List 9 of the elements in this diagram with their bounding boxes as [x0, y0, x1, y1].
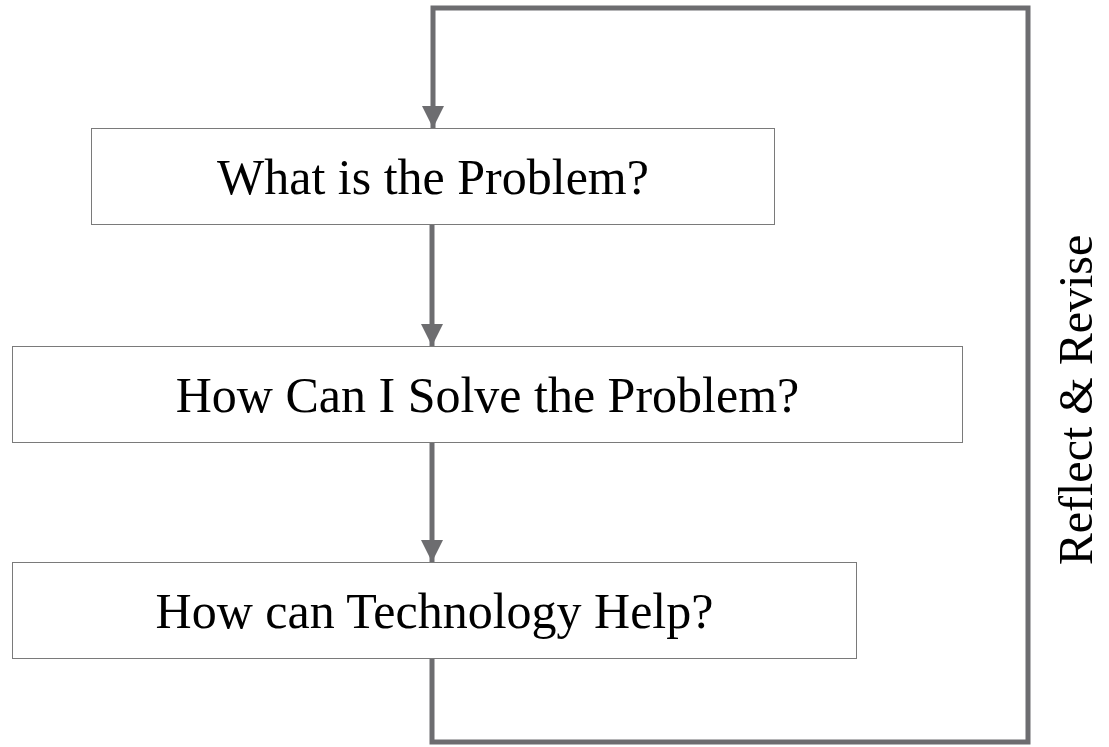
arrow	[421, 225, 443, 346]
box-text: How Can I Solve the Problem?	[175, 365, 800, 424]
box-text: How can Technology Help?	[155, 581, 714, 640]
arrow	[422, 5, 1031, 745]
process-box	[12, 346, 963, 443]
process-box	[91, 128, 775, 225]
arrow	[421, 443, 443, 562]
process-box	[12, 562, 857, 659]
box-text: What is the Problem?	[217, 147, 649, 206]
